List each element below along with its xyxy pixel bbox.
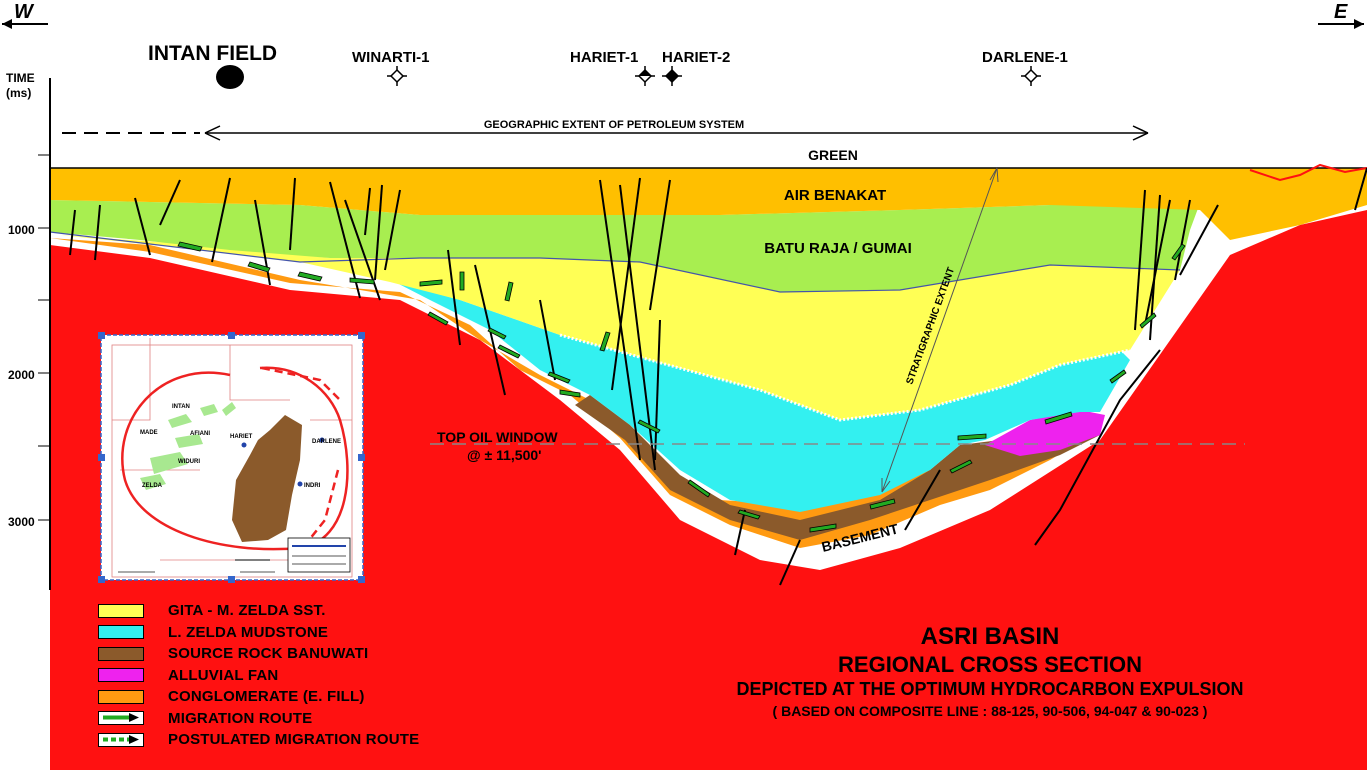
inset-label-hariet: HARIET — [230, 434, 253, 440]
title-line2: REGIONAL CROSS SECTION — [838, 652, 1142, 677]
postulated-migration-arrow-icon — [103, 734, 139, 744]
time-axis: TIME (ms) 1000 2000 3000 — [6, 71, 51, 590]
green-label: GREEN — [808, 147, 858, 163]
dry-hole-well-icon — [1021, 66, 1041, 86]
title-line1: ASRI BASIN — [920, 623, 1060, 650]
axis-tick-1000: 1000 — [8, 223, 35, 237]
well-darlene-label: DARLENE-1 — [982, 49, 1068, 66]
migration-arrow-icon — [103, 713, 139, 723]
title-block: ASRI BASIN REGIONAL CROSS SECTION DEPICT… — [640, 622, 1340, 721]
intan-field-oilfield-icon — [216, 65, 244, 89]
inset-label-made: MADE — [140, 430, 158, 436]
compass-east-label: E — [1334, 1, 1348, 23]
title-line3: DEPICTED AT THE OPTIMUM HYDROCARBON EXPU… — [736, 679, 1244, 699]
title-line4: ( BASED ON COMPOSITE LINE : 88-125, 90-5… — [772, 703, 1208, 719]
compass-west: W — [2, 1, 48, 29]
legend-item-source-rock: SOURCE ROCK BANUWATI — [98, 643, 518, 665]
legend-label: ALLUVIAL FAN — [168, 666, 279, 684]
legend-label: CONGLOMERATE (E. FILL) — [168, 688, 365, 706]
legend-item-postulated-migration: POSTULATED MIGRATION ROUTE — [98, 729, 518, 751]
layer-batu-raja — [50, 200, 1200, 292]
legend-swatch-l-zelda — [98, 625, 144, 640]
inset-label-zelda: ZELDA — [142, 483, 163, 489]
well-winarti-label: WINARTI-1 — [352, 49, 430, 66]
inset-label-widuri: WIDURI — [178, 459, 200, 465]
layer-source-rock — [575, 395, 1100, 540]
top-oil-window-depth: @ ± 11,500' — [467, 447, 542, 463]
legend-swatch-migration — [98, 711, 144, 726]
stratigraphic-extent-arrow — [881, 167, 999, 493]
legend-item-gita: GITA - M. ZELDA SST. — [98, 600, 518, 622]
legend-item-conglomerate: CONGLOMERATE (E. FILL) — [98, 686, 518, 708]
intan-field-label: INTAN FIELD — [148, 42, 277, 65]
legend-swatch-alluvial-fan — [98, 668, 144, 683]
axis-tick-3000: 3000 — [8, 515, 35, 529]
inset-label-indri: INDRI — [304, 483, 321, 489]
well-hariet1-label: HARIET-1 — [570, 49, 638, 66]
legend-item-alluvial-fan: ALLUVIAL FAN — [98, 665, 518, 687]
geographic-extent-arrow — [62, 125, 1149, 141]
top-oil-window-label: TOP OIL WINDOW — [437, 429, 558, 445]
inset-label-afiani: AFIANI — [190, 431, 210, 437]
legend-item-l-zelda: L. ZELDA MUDSTONE — [98, 622, 518, 644]
legend-swatch-postulated-migration — [98, 732, 144, 747]
legend-swatch-conglomerate — [98, 689, 144, 704]
compass-east: E — [1318, 1, 1364, 29]
legend-label: POSTULATED MIGRATION ROUTE — [168, 731, 420, 749]
axis-tick-2000: 2000 — [8, 368, 35, 382]
geographic-extent-label: GEOGRAPHIC EXTENT OF PETROLEUM SYSTEM — [484, 119, 744, 131]
legend-label: MIGRATION ROUTE — [168, 709, 313, 727]
legend-label: GITA - M. ZELDA SST. — [168, 602, 326, 620]
inset-label-intan: INTAN — [172, 404, 190, 410]
axis-title-line2: (ms) — [6, 86, 31, 100]
legend-swatch-source-rock — [98, 646, 144, 661]
migration-arrows — [177, 241, 1186, 533]
air-benakat-label: AIR BENAKAT — [784, 187, 886, 204]
layer-basement — [50, 210, 1367, 770]
legend: GITA - M. ZELDA SST. L. ZELDA MUDSTONE S… — [98, 600, 518, 751]
compass-west-label: W — [14, 1, 35, 23]
layer-l-zelda — [395, 282, 1130, 512]
inset-label-darlene: DARLENE — [312, 439, 341, 445]
fault-lines — [69, 167, 1367, 586]
legend-item-migration: MIGRATION ROUTE — [98, 708, 518, 730]
dry-hole-well-icon — [387, 66, 407, 86]
oil-gas-well-icon — [635, 66, 655, 86]
inset-map: INTAN AFIANI MADE WIDURI HARIET DARLENE … — [98, 332, 365, 583]
batu-raja-label: BATU RAJA / GUMAI — [764, 240, 912, 257]
legend-label: SOURCE ROCK BANUWATI — [168, 645, 369, 663]
axis-title-line1: TIME — [6, 71, 35, 85]
layer-air-benakat — [50, 168, 1367, 240]
oil-well-icon — [662, 66, 682, 86]
legend-swatch-gita — [98, 603, 144, 618]
well-hariet2-label: HARIET-2 — [662, 49, 730, 66]
legend-label: L. ZELDA MUDSTONE — [168, 623, 329, 641]
